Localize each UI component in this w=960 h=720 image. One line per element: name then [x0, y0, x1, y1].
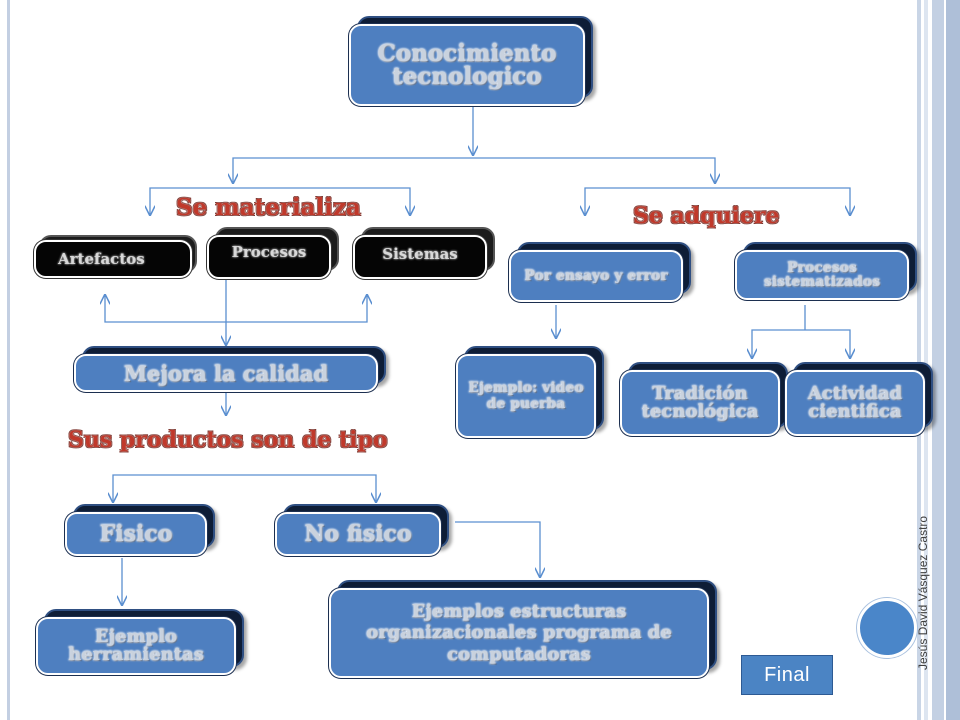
- node-por-ensayo-y-error: Por ensayo y error: [509, 242, 691, 302]
- node-ejemplo-video-label: Ejemplo: video de puerba: [456, 354, 596, 438]
- node-tradicion-tecnologica: Tradición tecnológica: [620, 362, 788, 436]
- node-no-fisico-label: No fisico: [275, 512, 441, 556]
- node-conocimiento-label: Conocimiento tecnologico: [349, 24, 585, 106]
- node-procesos-label: Procesos: [207, 235, 331, 279]
- node-sistemas: Sistemas: [353, 227, 495, 279]
- node-ensayo-label: Por ensayo y error: [509, 250, 683, 302]
- left-margin-rule: [7, 0, 10, 720]
- node-conocimiento-tecnologico: Conocimiento tecnologico: [349, 16, 593, 106]
- node-actividad-cientifica: Actividad cientifica: [785, 362, 933, 436]
- author-credit: Jesús David Vásquez Castro: [916, 515, 930, 670]
- node-procesos: Procesos: [207, 227, 339, 279]
- node-procesos-sistematizados-label: Procesos sistematizados: [735, 250, 909, 300]
- node-tradicion-label: Tradición tecnológica: [620, 370, 780, 436]
- node-fisico-label: Fisico: [65, 512, 207, 556]
- right-stripe-2: [924, 0, 928, 720]
- node-artefactos: Artefactos: [34, 235, 197, 278]
- node-artefactos-label: Artefactos: [34, 240, 192, 278]
- decorative-circle: [857, 598, 917, 658]
- right-stripe-3: [932, 0, 944, 720]
- node-actividad-label: Actividad cientifica: [785, 370, 925, 436]
- node-sistemas-label: Sistemas: [353, 235, 487, 279]
- node-no-fisico: No fisico: [275, 504, 449, 556]
- heading-sus-productos: Sus productos son de tipo: [68, 427, 388, 453]
- node-mejora-la-calidad: Mejora la calidad: [74, 346, 386, 392]
- final-button[interactable]: Final: [741, 655, 833, 695]
- node-procesos-sistematizados: Procesos sistematizados: [735, 242, 917, 300]
- node-mejora-label: Mejora la calidad: [74, 354, 378, 392]
- right-stripe-4: [946, 0, 960, 720]
- node-fisico: Fisico: [65, 504, 215, 556]
- node-ejemplos-estructuras-label: Ejemplos estructuras organizacionales pr…: [329, 588, 709, 678]
- right-stripe-1: [917, 0, 921, 720]
- heading-se-materializa: Se materializa: [176, 194, 361, 221]
- node-ejemplo-herramientas: Ejemplo herramientas: [36, 609, 244, 675]
- node-ejemplos-estructuras: Ejemplos estructuras organizacionales pr…: [329, 580, 717, 678]
- heading-se-adquiere: Se adquiere: [633, 203, 780, 229]
- node-ejemplo-herramientas-label: Ejemplo herramientas: [36, 617, 236, 675]
- node-ejemplo-video: Ejemplo: video de puerba: [456, 346, 604, 438]
